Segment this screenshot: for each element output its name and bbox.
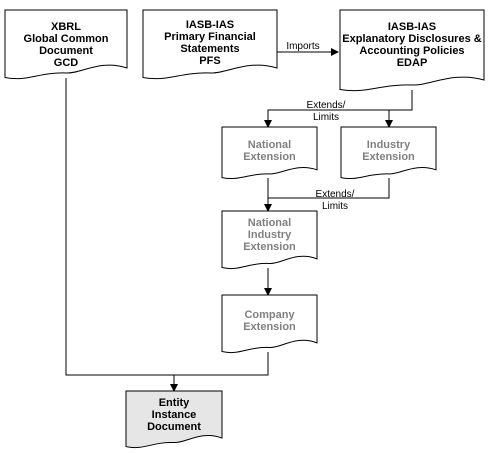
node-edap-label: EDAP <box>397 57 428 69</box>
node-gcd-shape <box>4 9 128 80</box>
edge-label-extends1: Extends/ <box>307 100 346 111</box>
node-natind-shape <box>221 210 318 270</box>
edge-label-extends1: Limits <box>313 112 339 123</box>
node-national-label: Extension <box>243 151 296 163</box>
edge-label-extends2: Limits <box>322 201 348 212</box>
node-industry-label: Industry <box>367 139 411 151</box>
node-natind-label: Extension <box>243 241 296 253</box>
edge-label-imports: Imports <box>286 41 319 52</box>
node-entity-label: Entity <box>159 397 190 409</box>
node-company-label: Extension <box>243 321 296 333</box>
node-industry-label: Extension <box>362 151 415 163</box>
node-edap-label: Accounting Policies <box>359 45 464 57</box>
industry-to-natind-connector <box>268 178 390 199</box>
node-national-label: National <box>248 139 291 151</box>
node-pfs-label: Primary Financial <box>164 31 256 43</box>
node-national-shape <box>221 126 318 179</box>
edge-label-extends2: Extends/ <box>316 189 355 200</box>
node-company-shape <box>221 294 318 354</box>
node-gcd-label: Document <box>39 45 93 57</box>
node-edap-shape <box>339 9 485 92</box>
gcd-to-entity-connector <box>65 78 178 392</box>
edap-to-national-connector <box>264 90 413 128</box>
node-edap-label: IASB-IAS <box>388 21 436 33</box>
node-entity-shape <box>125 390 223 448</box>
connectors <box>65 48 413 392</box>
node-entity-label: Instance <box>152 409 197 421</box>
node-natind-label: Industry <box>248 229 292 241</box>
node-entity-label: Document <box>147 421 201 433</box>
node-edap-label: Explanatory Disclosures & <box>342 33 481 45</box>
node-pfs-label: IASB-IAS <box>186 19 234 31</box>
node-natind-label: National <box>248 217 291 229</box>
node-industry-shape <box>340 126 437 179</box>
node-company-label: Company <box>244 309 295 321</box>
node-gcd-label: Global Common <box>24 33 109 45</box>
node-pfs-shape <box>142 9 278 80</box>
node-gcd-label: XBRL <box>51 21 81 33</box>
company-to-entity-connector <box>174 352 269 376</box>
node-pfs-label: Statements <box>180 43 239 55</box>
node-pfs-label: PFS <box>199 55 220 67</box>
node-gcd-label: GCD <box>54 57 79 69</box>
